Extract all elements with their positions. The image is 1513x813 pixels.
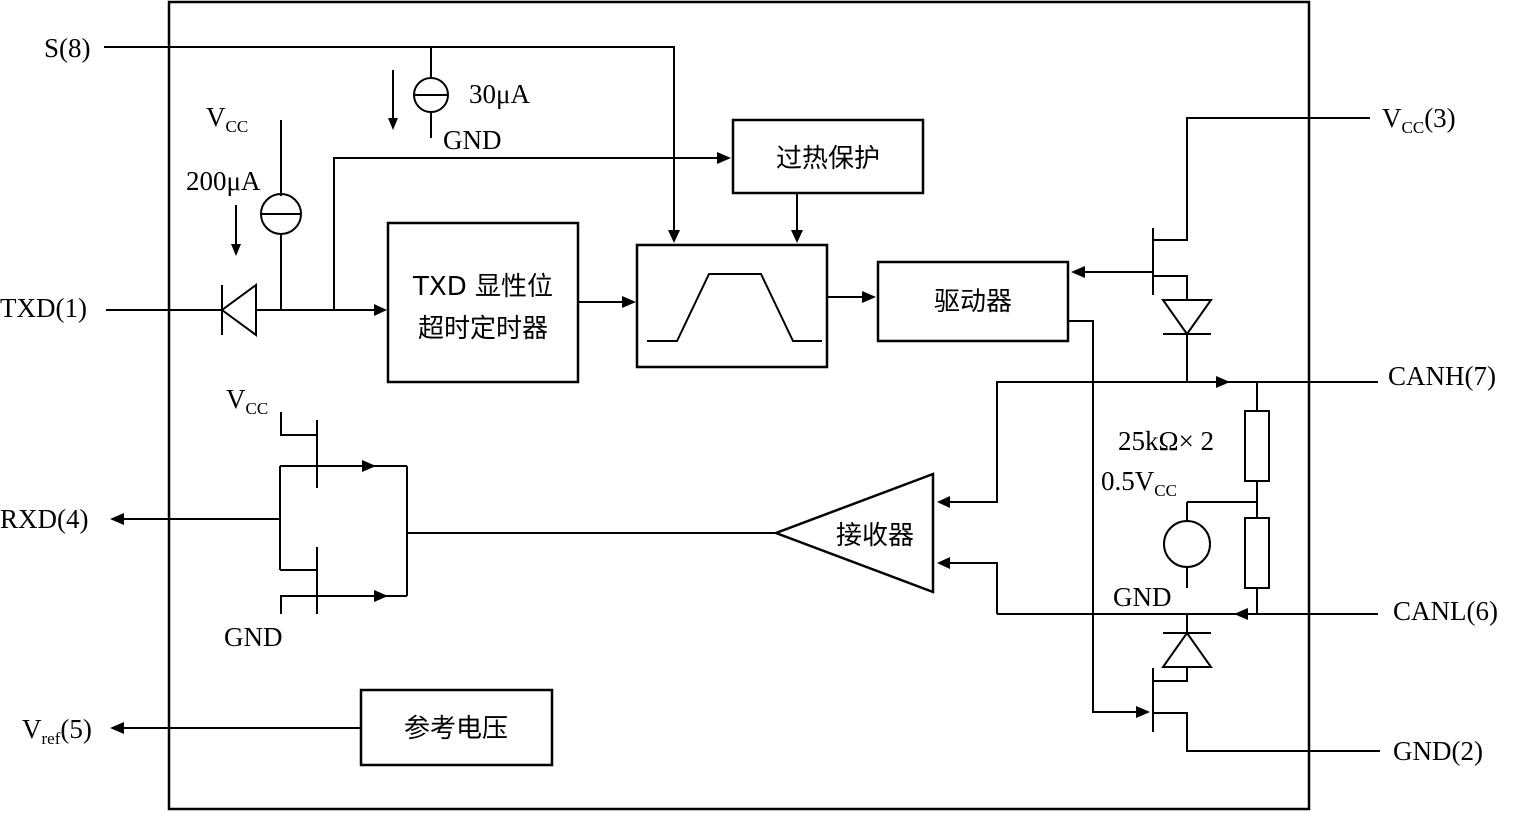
- trapezoid-waveform-icon: [647, 273, 822, 342]
- pin-rxd-label: RXD(4): [0, 504, 89, 534]
- current-30ua-label: 30μA: [469, 79, 530, 109]
- txd-timeout-timer-block: [386, 221, 580, 384]
- reference-voltage-label: 参考电压: [404, 714, 508, 744]
- pin-vcc3-label: VCC(3): [1382, 103, 1456, 137]
- pin-vref-label: Vref(5): [22, 714, 92, 748]
- rxd-output-stage-icon: [279, 412, 408, 614]
- gnd-top-label: GND: [443, 125, 502, 155]
- txd-wire: [106, 304, 387, 316]
- gnd-bias-label: GND: [1113, 582, 1172, 612]
- receiver-comparator: [772, 472, 935, 594]
- bias-resistor-network-icon: [1163, 382, 1270, 614]
- overheat-protection-block: [731, 118, 925, 195]
- pin-s-label: S(8): [44, 33, 91, 63]
- driver-block: [876, 260, 1070, 343]
- txd-timeout-timer-label-2: 超时定时器: [418, 314, 548, 344]
- txd-timeout-timer-label-1: TXD 显性位: [412, 272, 553, 302]
- vcc-label: VCC: [206, 102, 248, 136]
- timer-to-shaper-wire: [578, 296, 636, 308]
- high-side-transistor-icon: [1071, 117, 1370, 300]
- resistors-label: 25kΩ× 2: [1118, 426, 1214, 456]
- receiver-label: 接收器: [836, 521, 914, 551]
- overheat-to-shaper-wire: [791, 193, 803, 243]
- driver-label: 驱动器: [934, 287, 1012, 317]
- half-vcc-label: 0.5VCC: [1101, 466, 1177, 500]
- current-source-200ua-icon: [231, 120, 302, 310]
- low-side-transistor-icon: [1152, 667, 1380, 752]
- rxd-gnd-label: GND: [224, 622, 283, 652]
- slope-shaper-block: [635, 243, 829, 369]
- rxd-wire: [110, 513, 280, 525]
- overheat-protection-label: 过热保护: [776, 144, 880, 174]
- high-side-diode-icon: [1161, 299, 1213, 382]
- rxd-vcc-label: VCC: [226, 384, 268, 418]
- current-source-30ua-icon: [388, 47, 449, 138]
- pin-canl-label: CANL(6): [1393, 596, 1498, 626]
- driver-to-lowside-wire: [1068, 320, 1150, 718]
- low-side-diode-icon: [1161, 614, 1213, 668]
- chip-outline: [167, 0, 1311, 811]
- pin-canh-label: CANH(7): [1388, 361, 1496, 391]
- shaper-to-driver-wire: [827, 291, 876, 303]
- overheat-feed-wire: [333, 152, 731, 310]
- current-200ua-label: 200μA: [186, 166, 261, 196]
- s-wire: [104, 46, 680, 243]
- pin-txd-label: TXD(1): [0, 293, 87, 323]
- vref-wire: [110, 722, 361, 734]
- diode-icon: [220, 283, 257, 337]
- pin-gnd2-label: GND(2): [1393, 736, 1483, 766]
